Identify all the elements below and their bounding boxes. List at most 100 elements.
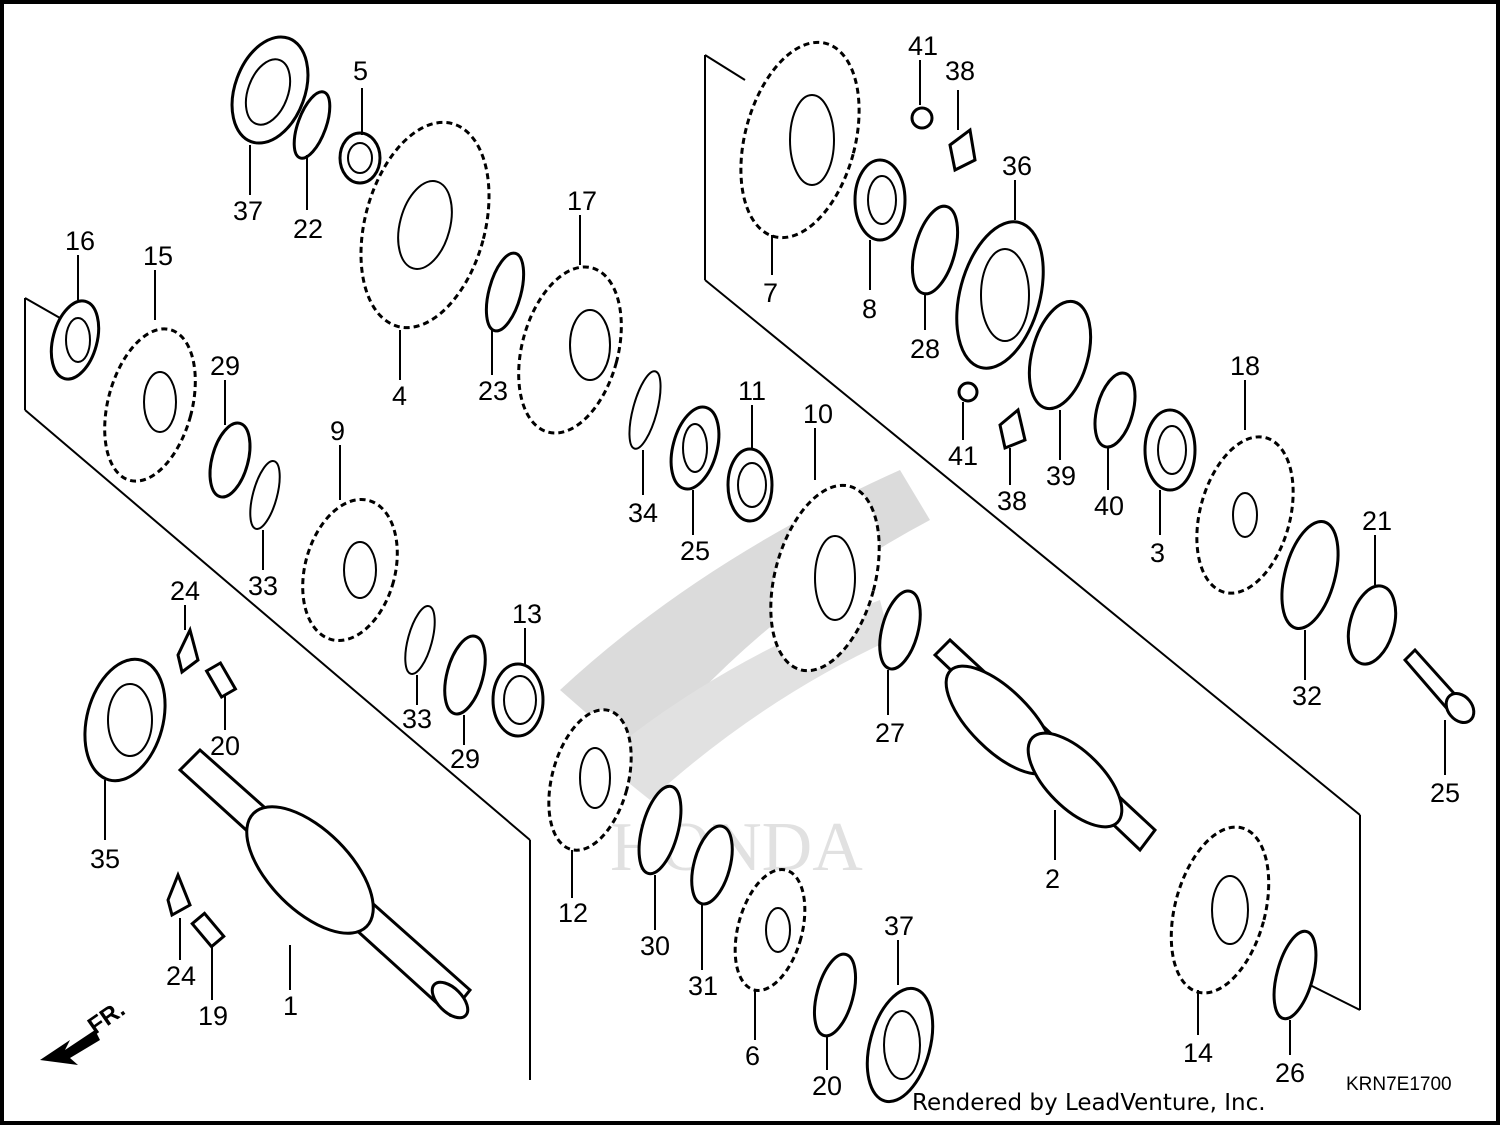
callout-20b: 19 <box>198 1001 228 1031</box>
part-22-washer[interactable] <box>807 950 864 1040</box>
callout-25: 22 <box>293 214 323 244</box>
callout-7: 7 <box>763 278 778 308</box>
callout-1: 1 <box>283 991 298 1021</box>
part-3-collar[interactable] <box>1143 408 1197 492</box>
part-24-plate-bottom[interactable] <box>166 870 192 918</box>
part-1-mainshaft[interactable] <box>177 747 474 1024</box>
callout-11: 11 <box>738 376 766 406</box>
render-credit: Rendered by LeadVenture, Inc. <box>912 1090 1266 1116</box>
part-18-sprocket[interactable] <box>1181 426 1309 604</box>
callout-24b: 24 <box>166 961 196 991</box>
callout-34: 34 <box>628 498 658 528</box>
part-8-bushing[interactable] <box>853 158 907 242</box>
callout-15: 15 <box>143 241 173 271</box>
part-4-gear[interactable] <box>340 108 510 342</box>
part-29-washer-mid[interactable] <box>437 632 492 719</box>
part-12-gear[interactable] <box>535 701 646 860</box>
part-7-gear[interactable] <box>721 29 879 251</box>
callout-23: 25 <box>680 536 710 566</box>
callout-38: 38 <box>945 56 975 86</box>
callout-33b: 33 <box>402 704 432 734</box>
callout-31: 31 <box>688 971 718 1001</box>
callout-38b: 38 <box>997 486 1027 516</box>
callout-40: 40 <box>1094 491 1124 521</box>
callout-4: 4 <box>392 381 407 411</box>
callout-20: 20 <box>210 731 240 761</box>
part-25-washer-top[interactable] <box>287 87 337 162</box>
callout-17: 17 <box>567 186 597 216</box>
front-direction-arrow: FR. <box>40 996 130 1065</box>
part-23-washer[interactable] <box>663 402 727 495</box>
part-13-needle-bearing[interactable] <box>491 662 545 738</box>
part-29-washer-top[interactable] <box>203 419 257 502</box>
callout-6: 6 <box>745 1041 760 1071</box>
callout-25b: 23 <box>478 376 508 406</box>
part-5-bushing[interactable] <box>338 131 382 185</box>
part-10-gear[interactable] <box>752 473 898 682</box>
part-32-washer[interactable] <box>1272 515 1349 634</box>
callout-24: 24 <box>170 576 200 606</box>
part-34-circlip[interactable] <box>623 368 667 451</box>
part-11-bushing[interactable] <box>726 447 774 523</box>
callout-21: 25 <box>1430 778 1460 808</box>
part-33-circlip-top[interactable] <box>244 458 285 532</box>
part-40-oring[interactable] <box>1088 369 1142 452</box>
callout-29: 29 <box>210 351 240 381</box>
part-21-bolt[interactable] <box>1402 647 1479 728</box>
callout-5: 5 <box>353 56 368 86</box>
callout-2: 2 <box>1045 864 1060 894</box>
part-31-lockwasher[interactable] <box>684 822 739 909</box>
part-25-washer-mid[interactable] <box>479 249 531 335</box>
part-41-bolt-top[interactable] <box>910 106 934 130</box>
callouts: 37 22 5 4 23 17 34 25 11 10 27 16 15 29 … <box>65 31 1460 1101</box>
part-26-washer[interactable] <box>1266 927 1324 1023</box>
callout-10: 10 <box>803 399 833 429</box>
callout-16: 16 <box>65 226 95 256</box>
callout-35: 35 <box>90 844 120 874</box>
callout-22: 20 <box>812 1071 842 1101</box>
callout-30: 30 <box>640 931 670 961</box>
part-20-bolt-top[interactable] <box>204 660 238 700</box>
callout-36: 36 <box>1002 151 1032 181</box>
direction-label: FR. <box>83 996 130 1040</box>
part-39-seal[interactable] <box>1019 295 1102 416</box>
part-41-bolt-mid[interactable] <box>957 381 979 403</box>
callout-41b: 41 <box>948 441 978 471</box>
part-19-plate[interactable] <box>1340 581 1403 670</box>
part-16-bushing[interactable] <box>43 296 106 385</box>
part-28-washer[interactable] <box>904 201 966 298</box>
part-33-circlip-mid[interactable] <box>399 603 440 677</box>
part-35-bearing[interactable] <box>72 650 178 789</box>
callout-13: 13 <box>512 599 542 629</box>
callout-29b: 29 <box>450 744 480 774</box>
part-38-plate-mid[interactable] <box>998 407 1027 451</box>
part-38-plate-top[interactable] <box>948 127 977 173</box>
part-24-plate-top[interactable] <box>176 625 200 675</box>
part-14-gear[interactable] <box>1155 816 1286 1004</box>
callout-3: 3 <box>1150 538 1165 568</box>
part-20-bolt-bottom[interactable] <box>190 911 226 949</box>
part-37-top[interactable] <box>218 26 321 153</box>
part-15-gear[interactable] <box>89 319 211 491</box>
callout-37: 37 <box>233 196 263 226</box>
part-27-washer[interactable] <box>872 587 927 674</box>
part-17-gear[interactable] <box>502 255 639 444</box>
callout-14: 14 <box>1183 1038 1213 1068</box>
callout-41: 41 <box>908 31 938 61</box>
callout-8: 8 <box>862 294 877 324</box>
part-9-gear[interactable] <box>288 489 412 651</box>
guide-lines <box>24 54 1361 1080</box>
part-6-gear[interactable] <box>723 862 817 998</box>
part-30-washer[interactable] <box>631 782 689 878</box>
callout-39: 39 <box>1046 461 1076 491</box>
part-2-countershaft[interactable] <box>929 637 1158 853</box>
part-37-bottom[interactable] <box>856 981 944 1109</box>
callout-9: 9 <box>330 416 345 446</box>
part-36-bearing[interactable] <box>942 212 1058 378</box>
callout-27: 27 <box>875 718 905 748</box>
callout-18: 18 <box>1230 351 1260 381</box>
callout-26: 26 <box>1275 1058 1305 1088</box>
